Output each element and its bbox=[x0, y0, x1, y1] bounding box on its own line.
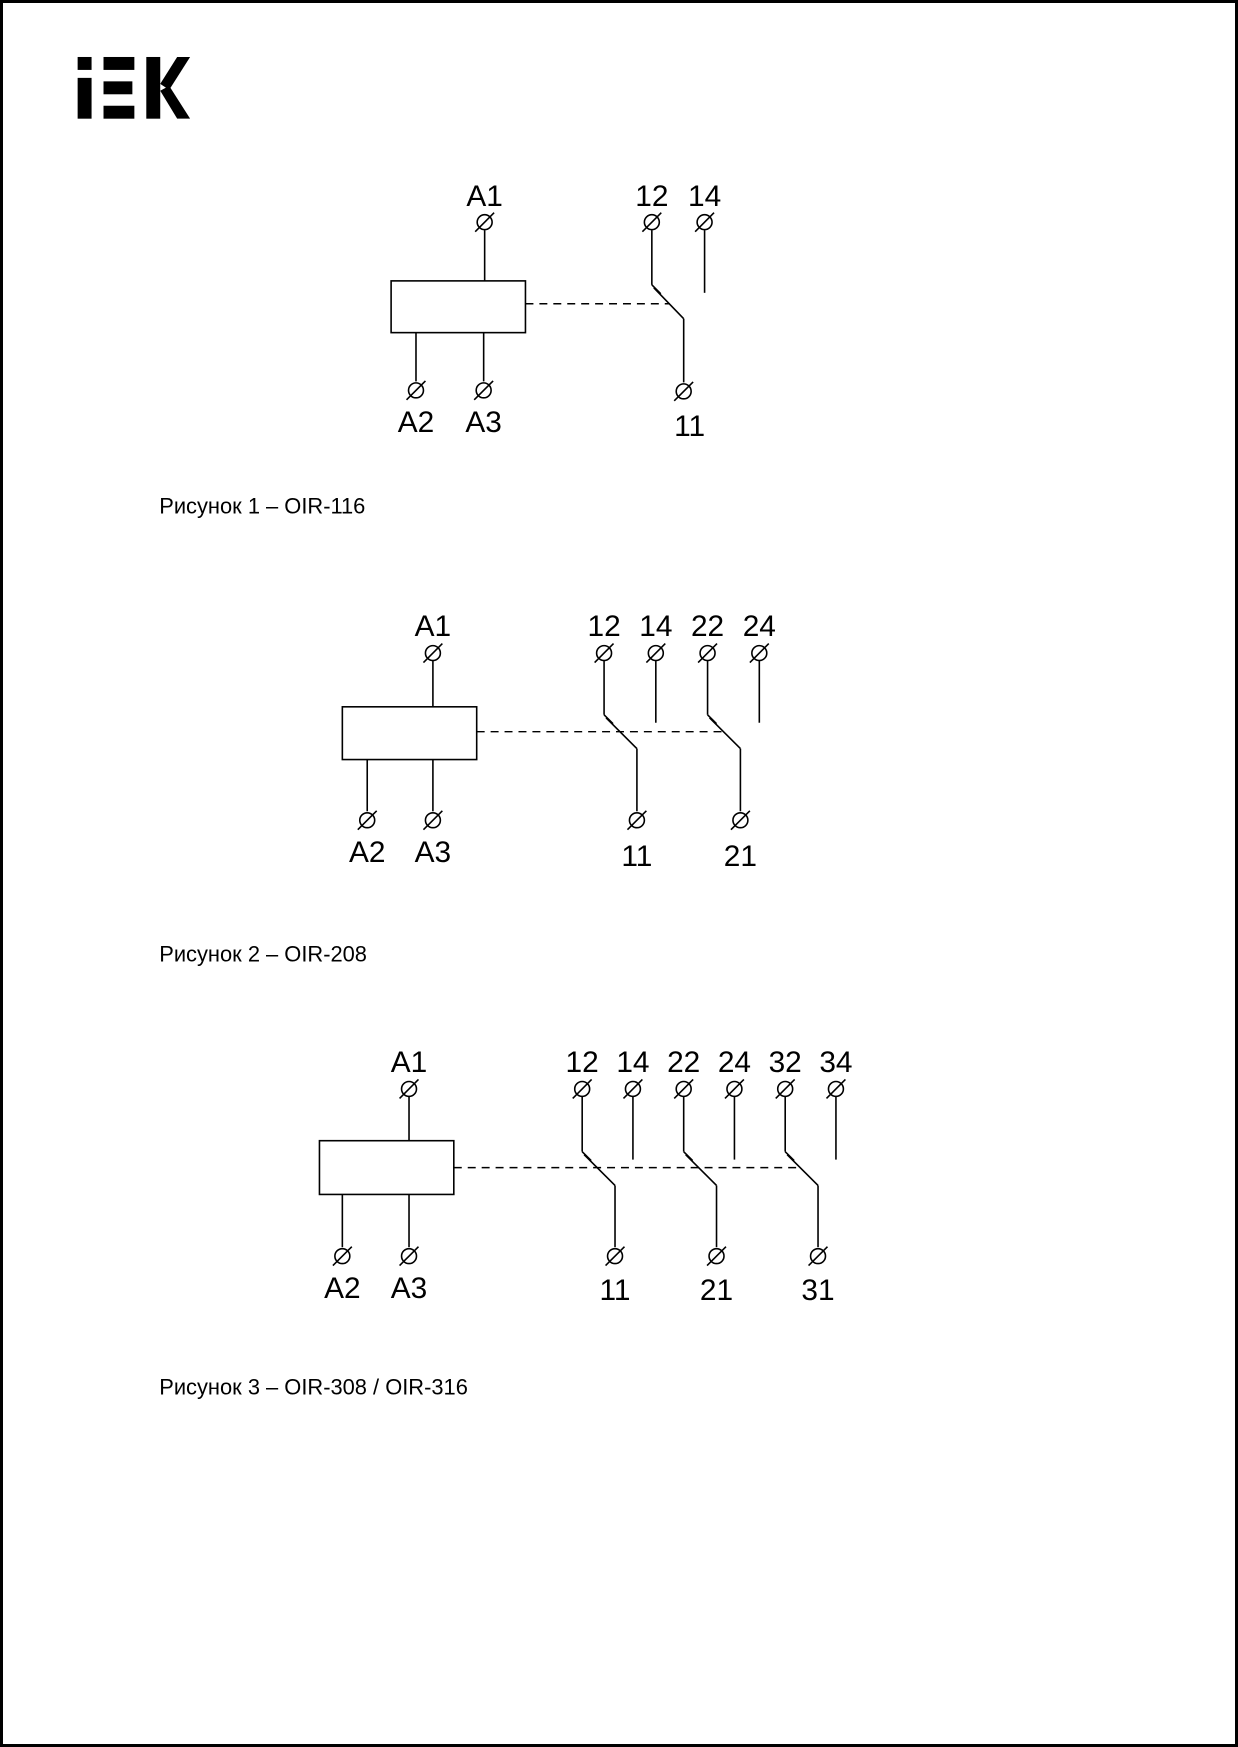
screw-terminal-icon bbox=[673, 1078, 694, 1100]
figure-1: A1 A2 A3 12 14 11 bbox=[390, 180, 721, 443]
logo-letter-k-arm bbox=[160, 56, 191, 90]
screw-terminal-icon bbox=[604, 1245, 626, 1267]
terminal-label-21: 21 bbox=[700, 1274, 733, 1307]
terminal-label-a1: A1 bbox=[466, 180, 503, 213]
screw-terminal-icon bbox=[774, 1078, 796, 1100]
screw-terminal-icon bbox=[332, 1245, 353, 1267]
contact-group-1: 12 14 11 bbox=[635, 180, 721, 443]
screw-terminal-icon bbox=[622, 1078, 644, 1100]
contact-group-3: 32 34 31 bbox=[769, 1046, 853, 1307]
coil-box bbox=[318, 1139, 455, 1196]
screw-terminal-icon bbox=[571, 1078, 593, 1100]
terminal-label-a2: A2 bbox=[398, 406, 435, 439]
screw-terminal-icon bbox=[730, 810, 751, 831]
terminal-label-22: 22 bbox=[691, 610, 724, 643]
screw-terminal-icon bbox=[405, 380, 427, 401]
screw-terminal-icon bbox=[593, 642, 615, 664]
terminal-label-24: 24 bbox=[718, 1046, 751, 1079]
terminal-label-14: 14 bbox=[688, 180, 721, 213]
coil-block: A1 A2 A3 bbox=[341, 610, 478, 869]
logo-letter-i-dot bbox=[77, 56, 92, 70]
screw-terminal-icon bbox=[825, 1078, 847, 1100]
screw-terminal-icon bbox=[422, 810, 444, 831]
terminal-label-a2: A2 bbox=[349, 836, 386, 869]
figure-3-caption: Рисунок 3 – OIR-308 / OIR-316 bbox=[159, 1374, 468, 1399]
contact-group-1: 12 14 11 bbox=[587, 610, 672, 873]
screw-terminal-icon bbox=[694, 211, 715, 233]
contact-arm bbox=[708, 717, 741, 750]
screw-terminal-icon bbox=[398, 1078, 420, 1100]
screw-terminal-icon bbox=[626, 810, 648, 831]
terminal-label-14: 14 bbox=[616, 1046, 649, 1079]
terminal-label-11: 11 bbox=[600, 1274, 631, 1307]
contact-arm bbox=[605, 717, 638, 750]
terminal-label-24: 24 bbox=[743, 610, 776, 643]
screw-terminal-icon bbox=[724, 1078, 745, 1100]
terminal-label-a3: A3 bbox=[465, 406, 502, 439]
coil-box bbox=[341, 706, 478, 761]
screw-terminal-icon bbox=[697, 642, 718, 664]
coil-block: A1 A2 A3 bbox=[390, 180, 527, 439]
screw-terminal-icon bbox=[645, 642, 667, 664]
figure-3: A1 A2 A3 12 14 11 22 bbox=[318, 1046, 853, 1307]
screw-terminal-icon bbox=[473, 380, 494, 401]
contact-group-2: 22 24 21 bbox=[691, 610, 776, 873]
screw-terminal-icon bbox=[807, 1245, 829, 1267]
screw-terminal-icon bbox=[706, 1245, 727, 1267]
figure-2-caption: Рисунок 2 – OIR-208 bbox=[159, 942, 367, 967]
terminal-label-22: 22 bbox=[667, 1046, 700, 1079]
figure-1-caption: Рисунок 1 – OIR-116 bbox=[159, 494, 365, 519]
screw-terminal-icon bbox=[749, 642, 770, 664]
terminal-label-a2: A2 bbox=[324, 1272, 361, 1305]
terminal-label-12: 12 bbox=[587, 610, 620, 643]
logo-letter-k-stem bbox=[146, 56, 161, 119]
terminal-label-12: 12 bbox=[566, 1046, 599, 1079]
terminal-label-34: 34 bbox=[819, 1046, 852, 1079]
screw-terminal-icon bbox=[673, 381, 694, 402]
screw-terminal-icon bbox=[641, 211, 663, 233]
contact-arm bbox=[653, 287, 685, 320]
coil-block: A1 A2 A3 bbox=[318, 1046, 455, 1305]
terminal-label-32: 32 bbox=[769, 1046, 802, 1079]
terminal-label-14: 14 bbox=[639, 610, 672, 643]
contact-arm bbox=[685, 1154, 718, 1187]
screw-terminal-icon bbox=[422, 642, 444, 664]
terminal-label-a1: A1 bbox=[391, 1046, 428, 1079]
terminal-label-21: 21 bbox=[724, 840, 757, 873]
iek-logo bbox=[77, 56, 191, 119]
terminal-label-31: 31 bbox=[801, 1274, 834, 1307]
terminal-label-a1: A1 bbox=[415, 610, 452, 643]
screw-terminal-icon bbox=[398, 1245, 420, 1267]
contact-arm bbox=[583, 1154, 616, 1187]
terminal-label-a3: A3 bbox=[415, 836, 452, 869]
logo-letter-k-arm bbox=[160, 85, 191, 119]
terminal-label-11: 11 bbox=[621, 840, 652, 873]
terminal-label-a3: A3 bbox=[391, 1272, 428, 1305]
figure-2: A1 A2 A3 12 14 11 22 bbox=[341, 610, 776, 873]
logo-letter-e-bar bbox=[103, 81, 133, 95]
terminal-label-11: 11 bbox=[674, 410, 705, 443]
contact-arm bbox=[786, 1154, 819, 1187]
logo-letter-i-stem bbox=[77, 77, 92, 119]
contact-group-2: 22 24 21 bbox=[667, 1046, 751, 1307]
coil-box bbox=[390, 280, 527, 334]
logo-letter-e-bar bbox=[103, 56, 135, 70]
contact-group-1: 12 14 11 bbox=[566, 1046, 650, 1307]
screw-terminal-icon bbox=[356, 810, 378, 831]
logo-letter-e-bar bbox=[103, 105, 135, 119]
terminal-label-12: 12 bbox=[635, 180, 668, 213]
screw-terminal-icon bbox=[474, 211, 495, 233]
